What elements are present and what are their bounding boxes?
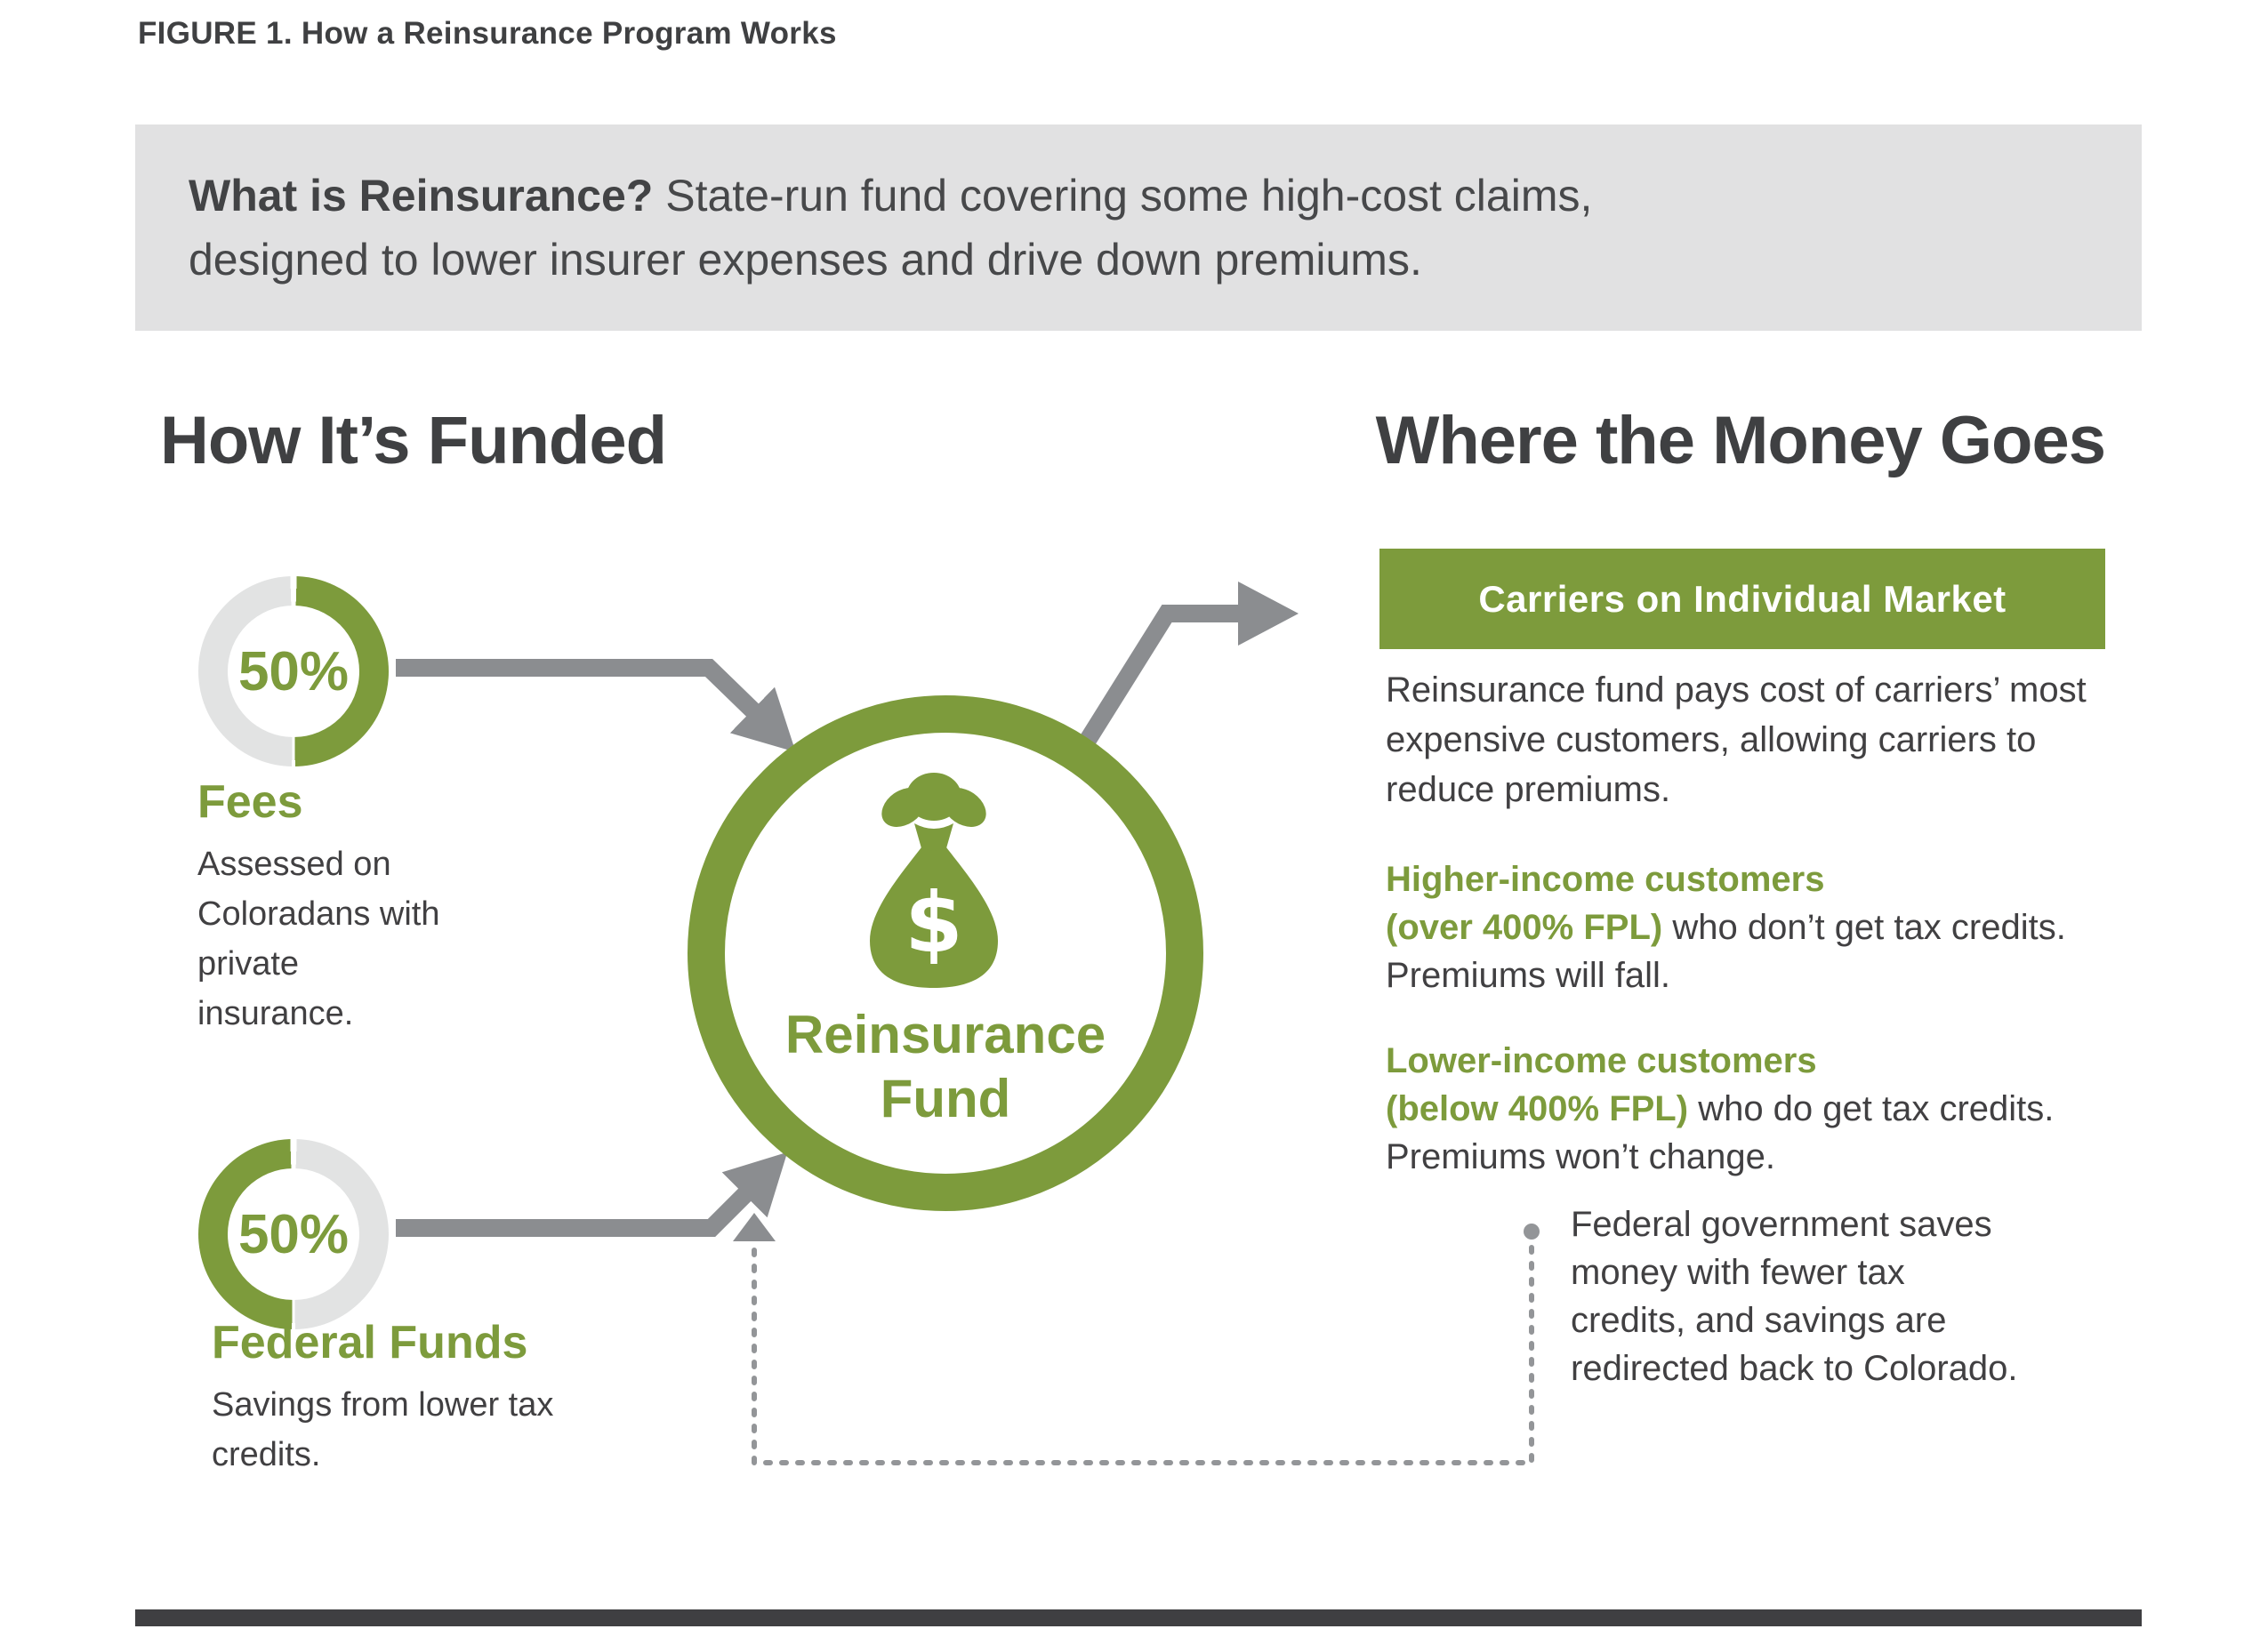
intro-line2: designed to lower insurer expenses and d…: [189, 235, 1422, 285]
federal-donut-hole: [228, 1168, 359, 1300]
money-bag-icon: $: [870, 773, 998, 988]
dotted-savings-return-path: [752, 1244, 1534, 1465]
arrow-federal-to-fund: [396, 1152, 788, 1237]
fees-percent: 50%: [237, 640, 350, 702]
dollar-sign-glyph: $: [905, 875, 962, 972]
federal-funds-donut-chart: 50%: [198, 1139, 389, 1329]
federal-savings-text: Federal government saves money with fewe…: [1571, 1205, 2018, 1388]
higher-income-lead: Higher-income customers: [1386, 860, 1825, 899]
arrow-fund-to-carriers: [1073, 582, 1299, 757]
lower-income-lead: Lower-income customers: [1386, 1041, 1817, 1080]
lower-income-qualifier: (below 400% FPL): [1386, 1089, 1689, 1128]
heading-how-funded: How It’s Funded: [160, 403, 667, 478]
arrow-fees-to-fund: [396, 659, 796, 752]
intro-question: What is Reinsurance?: [189, 171, 654, 221]
higher-income-rest: who don’t get tax credits. Premiums will…: [1386, 908, 2066, 995]
intro-line1: State-run fund covering some high-cost c…: [653, 171, 1593, 221]
fees-donut-hole: [228, 606, 359, 737]
bottom-rule: [135, 1609, 2142, 1626]
carriers-description: Reinsurance fund pays cost of carriers’ …: [1386, 670, 2087, 809]
heading-where-money-goes: Where the Money Goes: [1375, 403, 2106, 478]
reinsurance-fund-label: Reinsurance Fund: [688, 1003, 1203, 1131]
fees-description: Assessed on Coloradans with private insu…: [197, 846, 440, 1032]
higher-income-group: Higher-income customers (over 400% FPL) …: [1386, 855, 2106, 999]
federal-funds-label: Federal Funds: [212, 1317, 528, 1368]
federal-percent: 50%: [237, 1203, 350, 1265]
lower-income-rest: who do get tax credits. Premiums won’t c…: [1386, 1089, 2055, 1176]
higher-income-qualifier: (over 400% FPL): [1386, 908, 1663, 947]
federal-funds-description: Savings from lower tax credits.: [212, 1386, 554, 1473]
figure-title: FIGURE 1. How a Reinsurance Program Work…: [138, 16, 837, 51]
carriers-box: Carriers on Individual Market: [1379, 549, 2105, 649]
fees-label: Fees: [197, 776, 303, 828]
fees-donut-chart: 50%: [198, 576, 389, 766]
fund-label-line1: Reinsurance: [784, 1005, 1106, 1064]
intro-callout: What is Reinsurance? State-run fund cove…: [135, 124, 2142, 331]
federal-savings-note: Federal government saves money with fewe…: [1512, 1200, 2028, 1392]
dotted-path-arrowhead-icon: [733, 1213, 776, 1241]
fund-label-line2: Fund: [880, 1069, 1011, 1128]
lower-income-group: Lower-income customers (below 400% FPL) …: [1386, 1037, 2106, 1181]
bullet-dot-icon: [1524, 1224, 1540, 1240]
